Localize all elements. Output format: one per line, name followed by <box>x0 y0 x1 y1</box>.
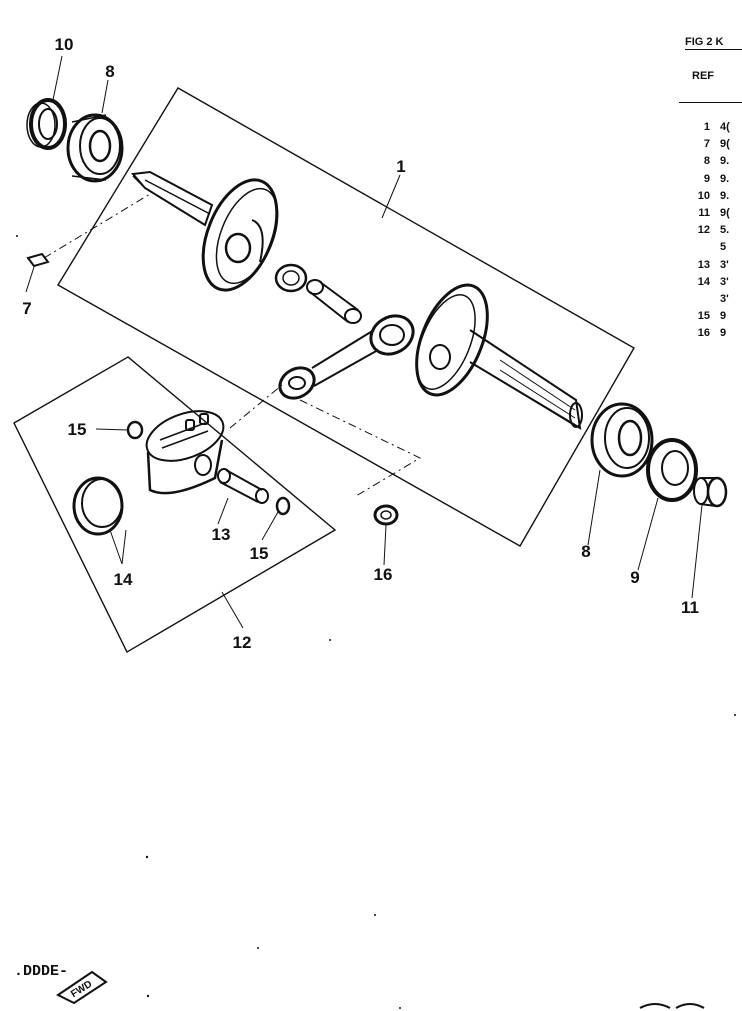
callout-8-right: 8 <box>581 542 590 561</box>
fwd-arrow-icon <box>56 970 108 1005</box>
part-number-fragment: 9. <box>720 155 730 168</box>
ref-number: 13 <box>697 258 710 271</box>
table-header-rule <box>679 102 742 103</box>
crank-pin <box>306 279 362 324</box>
callout-1: 1 <box>396 157 405 176</box>
callout-7: 7 <box>22 299 31 318</box>
piston <box>145 410 225 495</box>
piston-pin <box>217 468 269 504</box>
part-number-fragment: 3' <box>720 258 729 271</box>
table-row: 15 9 <box>678 310 742 327</box>
figure-label: FIG 2 K <box>685 36 724 48</box>
crankshaft-assembly-outline <box>57 87 635 547</box>
table-row: 16 9 <box>678 327 742 344</box>
callout-16: 16 <box>374 565 393 584</box>
table-row: 9 9. <box>678 173 742 190</box>
piston-leader-line <box>229 384 283 429</box>
table-row: 3' <box>678 293 742 310</box>
circlip-upper <box>126 420 144 440</box>
stamp-text: .DDDE- <box>14 963 68 980</box>
part-number-fragment: 9. <box>720 189 730 202</box>
ref-number: 16 <box>697 327 710 340</box>
oil-seal-right <box>646 438 698 502</box>
rod-leader-line <box>299 399 422 497</box>
piston-rings <box>72 476 124 536</box>
key-leader-line <box>43 193 151 259</box>
callout-14: 14 <box>114 570 133 589</box>
table-row: 7 9( <box>678 138 742 155</box>
part-number-fragment: 5 <box>720 241 727 254</box>
ref-number: 14 <box>697 275 710 288</box>
part-number-fragment: 9. <box>720 172 730 185</box>
table-row: 5 <box>678 241 742 258</box>
table-row: 10 9. <box>678 190 742 207</box>
part-number-fragment: 4( <box>720 121 730 133</box>
ref-number: 9 <box>703 172 710 185</box>
table-row: 13 3' <box>678 259 742 276</box>
connecting-rod <box>278 314 415 400</box>
callout-9: 9 <box>630 568 639 587</box>
table-row: 8 9. <box>678 155 742 172</box>
part-number-fragment: 3' <box>720 293 729 305</box>
table-row: 14 3' <box>678 276 742 293</box>
callout-13: 13 <box>212 525 231 544</box>
ref-number: 11 <box>698 207 710 219</box>
small-end-bearing <box>373 504 399 526</box>
ref-number: 8 <box>703 155 710 168</box>
oil-seal-left <box>26 98 67 150</box>
part-number-fragment: 5. <box>720 224 730 237</box>
bearing-right <box>590 402 654 478</box>
callout-15-upper: 15 <box>68 420 87 439</box>
ref-number: 15 <box>697 310 710 323</box>
ref-column-header: REF <box>692 70 714 82</box>
callout-10: 10 <box>55 35 74 54</box>
page-number-fragment <box>639 1003 705 1009</box>
needle-bearing-big-end <box>274 263 308 293</box>
table-row: 1 4( <box>678 121 742 138</box>
callout-8-left: 8 <box>105 62 114 81</box>
part-number-fragment: 3' <box>720 275 729 288</box>
ref-number: 10 <box>697 189 710 202</box>
piston-assembly-outline <box>13 356 337 653</box>
part-number-fragment: 9 <box>720 310 727 323</box>
scan-specks <box>16 235 736 1009</box>
woodruff-key <box>26 252 50 268</box>
crankshaft-right-half <box>415 283 583 430</box>
part-number-fragment: 9( <box>720 138 730 151</box>
bearing-left <box>66 113 124 183</box>
crankshaft-left-half <box>131 170 279 292</box>
ref-number: 7 <box>703 138 710 151</box>
table-top-rule <box>685 49 742 50</box>
callout-leaders <box>25 55 703 629</box>
ref-number: 1 <box>703 121 710 133</box>
fwd-stamp: .DDDE- FWD <box>14 963 108 1005</box>
callout-12: 12 <box>233 633 252 652</box>
callout-11: 11 <box>681 598 699 617</box>
part-number-fragment: 9 <box>720 327 727 340</box>
circlip-lower <box>275 496 291 516</box>
part-number-fragment: 9( <box>720 207 730 219</box>
table-row: 12 5. <box>678 224 742 241</box>
collar <box>693 476 728 508</box>
table-row: 11 9( <box>678 207 742 224</box>
callout-15-lower: 15 <box>250 544 269 563</box>
ref-number: 12 <box>697 224 710 237</box>
